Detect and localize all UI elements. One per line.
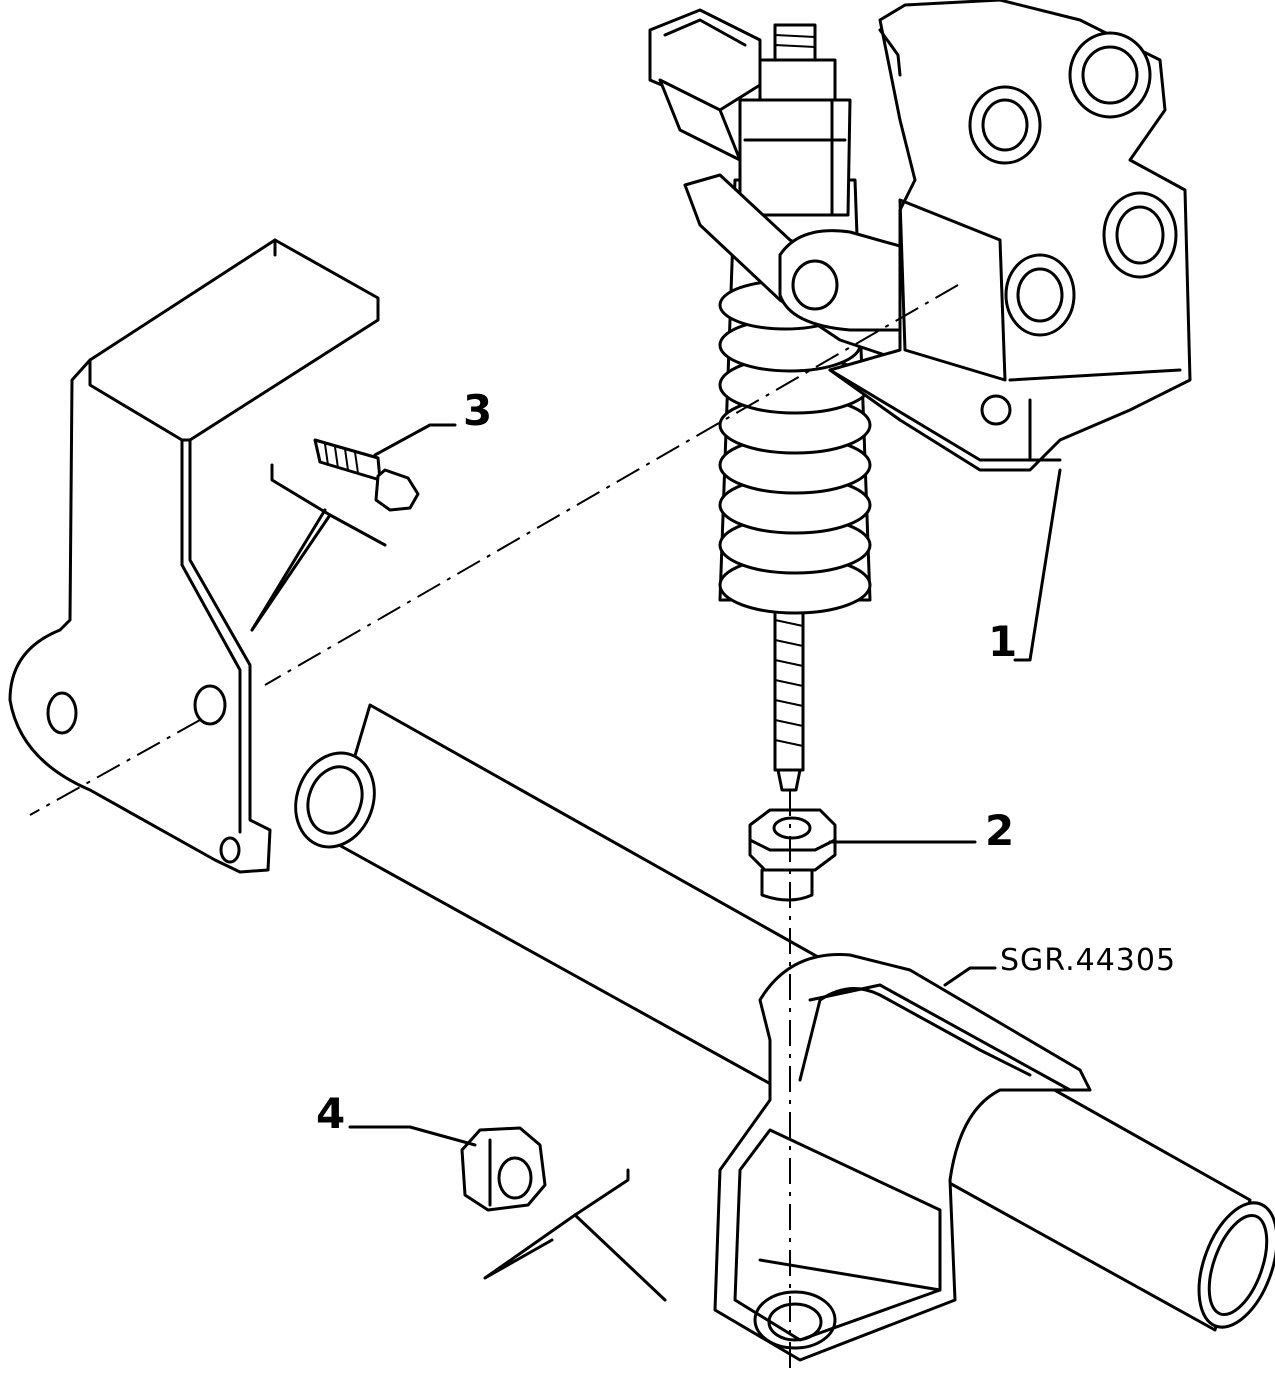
load-sensing-valve-assembly <box>648 0 1192 792</box>
callout-4: 4 <box>316 1089 345 1138</box>
hex-bolt <box>313 438 420 512</box>
axle-clamp-bracket <box>713 953 1092 1362</box>
flanged-nut <box>748 808 837 902</box>
hex-nut <box>460 1126 547 1212</box>
mounting-bracket <box>8 238 380 874</box>
coil-spring <box>718 279 872 615</box>
callout-3: 3 <box>463 386 492 435</box>
callout-1: 1 <box>988 617 1017 666</box>
assembly-centerlines <box>29 284 959 1374</box>
reference-code: SGR.44305 <box>1000 943 1176 978</box>
leader-lines <box>250 423 1062 1302</box>
callout-2: 2 <box>985 806 1014 855</box>
